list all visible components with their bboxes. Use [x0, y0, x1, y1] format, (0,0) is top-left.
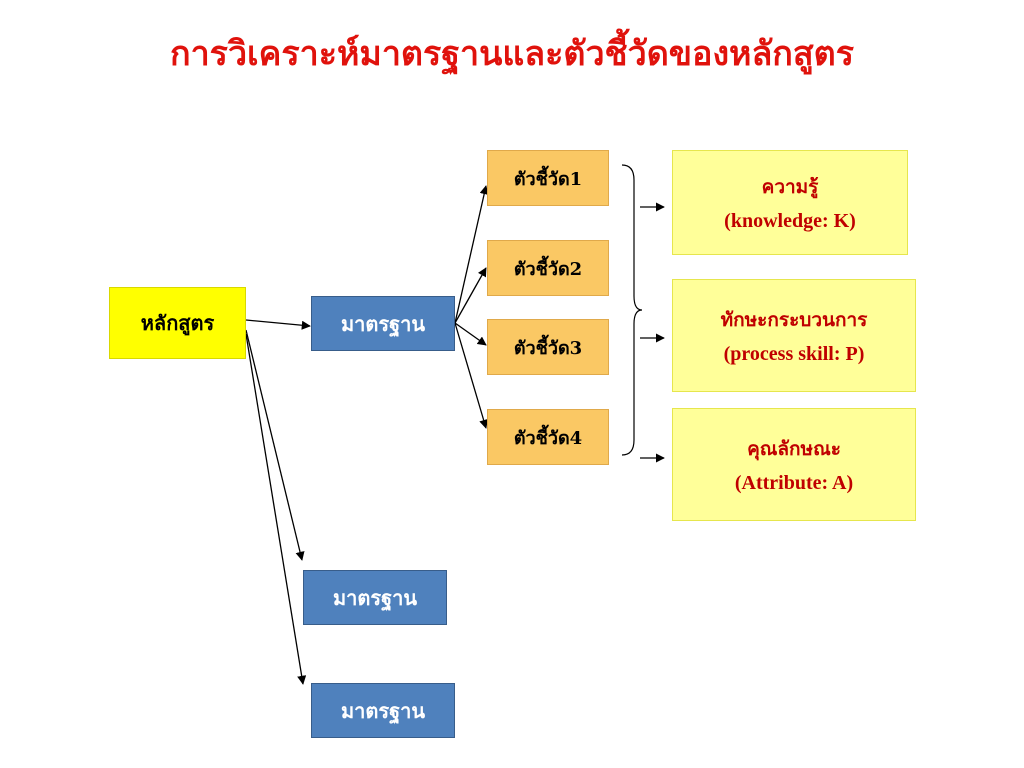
arrow-standard-to-indicator-2 [454, 267, 487, 324]
indicator-box-1: ตัวชี้วัด1 [487, 150, 609, 206]
curriculum-box: หลักสูตร [109, 287, 246, 359]
outcome-subtitle: (process skill: P) [723, 343, 865, 365]
indicator-label: ตัวชี้วัด1 [513, 168, 583, 190]
outcome-title: คุณลักษณะ [747, 438, 841, 460]
outcome-title: ความรู้ [761, 176, 819, 198]
arrow-curriculum-to-standard-2 [245, 329, 305, 561]
outcome-subtitle: (knowledge: K) [724, 210, 856, 232]
standard-box-2: มาตรฐาน [303, 570, 447, 625]
standard-box-main: มาตรฐาน [311, 296, 455, 351]
arrow-standard-to-indicator-1 [454, 185, 489, 324]
indicator-box-2: ตัวชี้วัด2 [487, 240, 609, 296]
outcome-box-attribute: คุณลักษณะ (Attribute: A) [672, 408, 916, 521]
page-title: การวิเคราะห์มาตรฐานและตัวชี้วัดของหลักสู… [170, 34, 854, 74]
right-brace [621, 164, 643, 456]
standard-label: มาตรฐาน [332, 585, 418, 610]
standard-box-3: มาตรฐาน [311, 683, 455, 738]
outcome-title: ทักษะกระบวนการ [720, 309, 868, 331]
indicator-box-3: ตัวชี้วัด3 [487, 319, 609, 375]
indicator-label: ตัวชี้วัด2 [513, 258, 583, 280]
arrow-standard-to-indicator-4 [454, 322, 489, 429]
outcome-subtitle: (Attribute: A) [734, 472, 854, 494]
arrow-curriculum-to-standard-3 [245, 333, 307, 685]
standard-label: มาตรฐาน [340, 698, 426, 723]
standard-label: มาตรฐาน [340, 311, 426, 336]
outcome-box-knowledge: ความรู้ (knowledge: K) [672, 150, 908, 255]
indicator-label: ตัวชี้วัด4 [513, 427, 583, 449]
arrow-curriculum-to-standard [245, 319, 311, 330]
indicator-box-4: ตัวชี้วัด4 [487, 409, 609, 465]
arrow-standard-to-indicator-3 [454, 322, 487, 346]
indicator-label: ตัวชี้วัด3 [513, 337, 583, 359]
curriculum-label: หลักสูตร [140, 311, 215, 335]
outcome-box-process-skill: ทักษะกระบวนการ (process skill: P) [672, 279, 916, 392]
